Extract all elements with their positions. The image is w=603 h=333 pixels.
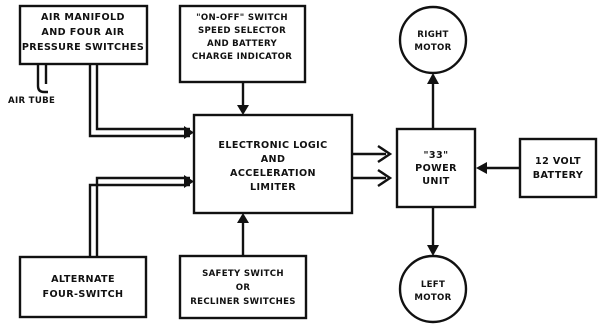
air-tube-label: AIR TUBE bbox=[8, 96, 55, 106]
svg-text:MOTOR: MOTOR bbox=[414, 293, 451, 303]
svg-text:ELECTRONIC LOGIC: ELECTRONIC LOGIC bbox=[218, 140, 327, 151]
battery-to-power-arrow bbox=[476, 162, 520, 174]
svg-text:AIR MANIFOLD: AIR MANIFOLD bbox=[41, 12, 125, 23]
svg-text:SAFETY SWITCH: SAFETY SWITCH bbox=[202, 269, 284, 279]
logic-to-power-connector bbox=[352, 146, 390, 186]
manifold-to-logic-connector bbox=[90, 64, 194, 139]
svg-text:ALTERNATE: ALTERNATE bbox=[51, 274, 115, 285]
switch-panel-to-logic-arrow bbox=[237, 82, 249, 115]
svg-text:CHARGE INDICATOR: CHARGE INDICATOR bbox=[192, 52, 292, 62]
svg-text:AND BATTERY: AND BATTERY bbox=[207, 39, 277, 49]
power-to-left-motor-arrow bbox=[427, 207, 439, 256]
svg-text:ACCELERATION: ACCELERATION bbox=[230, 168, 316, 179]
svg-text:"33": "33" bbox=[424, 150, 449, 161]
svg-text:"ON-OFF" SWITCH: "ON-OFF" SWITCH bbox=[196, 13, 288, 23]
alternate-switch-box bbox=[20, 257, 146, 317]
svg-text:PRESSURE SWITCHES: PRESSURE SWITCHES bbox=[22, 42, 144, 53]
svg-text:AND FOUR AIR: AND FOUR AIR bbox=[41, 27, 124, 38]
svg-text:12 VOLT: 12 VOLT bbox=[535, 156, 581, 167]
svg-text:LEFT: LEFT bbox=[421, 280, 445, 290]
svg-text:BATTERY: BATTERY bbox=[533, 170, 584, 181]
svg-text:RIGHT: RIGHT bbox=[417, 30, 448, 40]
svg-text:AND: AND bbox=[261, 154, 286, 165]
safety-to-logic-arrow bbox=[237, 213, 249, 256]
svg-text:FOUR-SWITCH: FOUR-SWITCH bbox=[43, 289, 124, 300]
alternate-to-logic-connector bbox=[90, 175, 194, 257]
battery-box bbox=[520, 139, 596, 197]
svg-text:POWER: POWER bbox=[415, 163, 457, 174]
power-to-right-motor-arrow bbox=[427, 73, 439, 129]
svg-text:SPEED SELECTOR: SPEED SELECTOR bbox=[198, 26, 286, 36]
air-tube-icon bbox=[36, 64, 48, 92]
svg-text:UNIT: UNIT bbox=[422, 176, 450, 187]
svg-text:LIMITER: LIMITER bbox=[250, 182, 296, 193]
right-motor-circle bbox=[400, 7, 466, 73]
svg-text:RECLINER SWITCHES: RECLINER SWITCHES bbox=[190, 297, 296, 307]
svg-text:OR: OR bbox=[236, 283, 251, 293]
svg-text:MOTOR: MOTOR bbox=[414, 43, 451, 53]
